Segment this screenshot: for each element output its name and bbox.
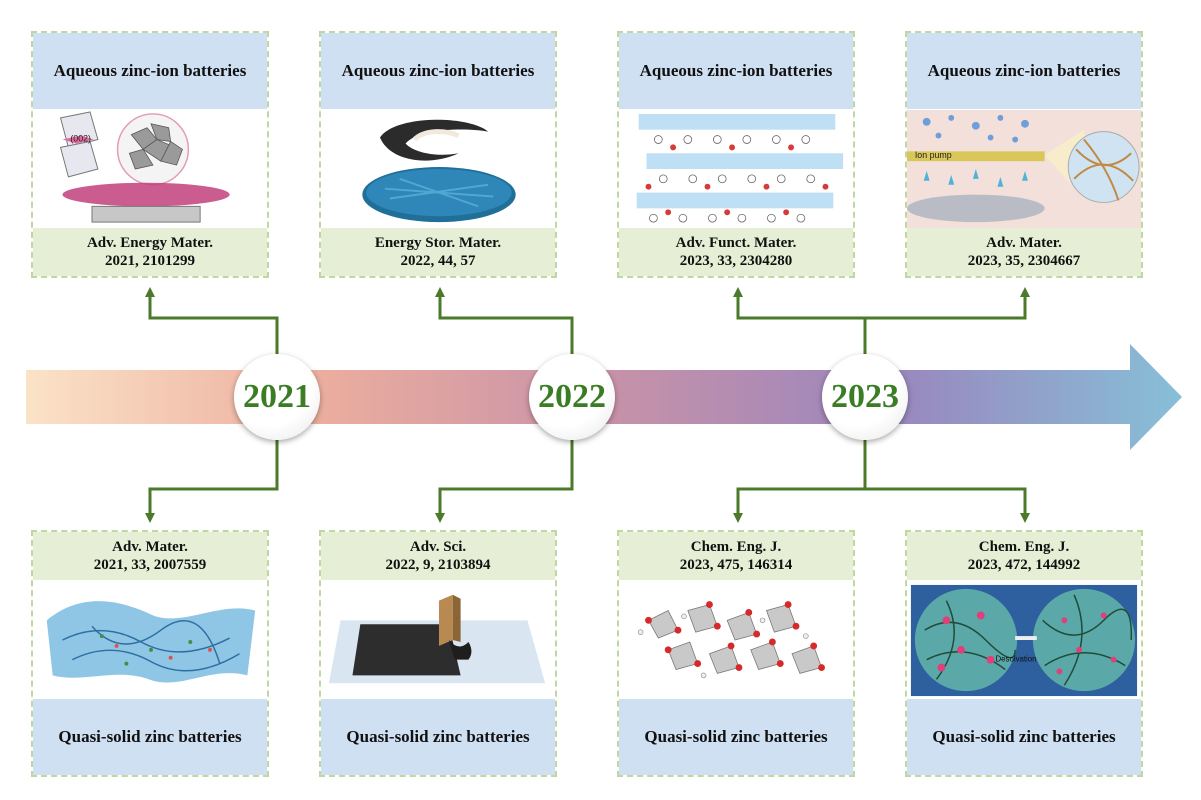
year-2022: 2022 <box>529 354 615 440</box>
card-title: Quasi-solid zinc batteries <box>321 699 555 775</box>
figure-desolvation: Desolvation <box>907 580 1141 701</box>
connector-2023-top-left <box>733 287 865 320</box>
card-title: Quasi-solid zinc batteries <box>907 699 1141 775</box>
connector-2021-bottom <box>145 440 279 523</box>
figure-hydrogel-network <box>33 580 267 701</box>
card-title: Aqueous zinc-ion batteries <box>619 33 853 109</box>
figure-layered-structure <box>619 109 853 230</box>
figure-molecular-framework <box>619 580 853 701</box>
connector-2021-top <box>145 287 279 355</box>
card-citation: Adv. Funct. Mater. 2023, 33, 2304280 <box>619 228 853 276</box>
top-card-1: Aqueous zinc-ion batteries (002) Adv. En… <box>31 31 269 278</box>
card-citation: Adv. Mater. 2023, 35, 2304667 <box>907 228 1141 276</box>
connector-2023-bottom-left <box>733 487 865 523</box>
citation-ref: 2021, 2101299 <box>104 253 195 269</box>
citation-ref: 2023, 475, 146314 <box>679 557 793 573</box>
citation-journal: Chem. Eng. J. <box>690 539 782 555</box>
figure-label-ion-pump: Ion pump <box>915 150 952 160</box>
card-title: Aqueous zinc-ion batteries <box>321 33 555 109</box>
figure-label-002: (002) <box>70 133 91 143</box>
figure-zinc-crystal: (002) <box>33 109 267 230</box>
connector-2023-bottom-right <box>865 487 1030 523</box>
figure-ion-pump: Ion pump <box>907 109 1141 230</box>
citation-journal: Adv. Sci. <box>409 539 467 555</box>
card-citation: Chem. Eng. J. 2023, 475, 146314 <box>619 532 853 580</box>
card-citation: Adv. Mater. 2021, 33, 2007559 <box>33 532 267 580</box>
citation-journal: Adv. Funct. Mater. <box>675 235 797 251</box>
citation-journal: Adv. Mater. <box>986 235 1062 251</box>
connector-lines <box>145 287 1030 523</box>
citation-ref: 2023, 472, 144992 <box>967 557 1081 573</box>
citation-ref: 2021, 33, 2007559 <box>93 557 207 573</box>
citation-journal: Adv. Energy Mater. <box>86 235 214 251</box>
citation-journal: Adv. Mater. <box>112 539 188 555</box>
citation-ref: 2023, 33, 2304280 <box>679 253 793 269</box>
year-2021: 2021 <box>234 354 320 440</box>
figure-label-desolvation: Desolvation <box>995 655 1036 664</box>
citation-ref: 2023, 35, 2304667 <box>967 253 1081 269</box>
top-card-2: Aqueous zinc-ion batteries Energy Stor. … <box>319 31 557 278</box>
bottom-card-2: Adv. Sci. 2022, 9, 2103894 Quasi-solid z… <box>319 530 557 777</box>
citation-ref: 2022, 9, 2103894 <box>385 557 491 573</box>
top-card-3: Aqueous zinc-ion batteries Adv. Funct. M… <box>617 31 855 278</box>
card-citation: Energy Stor. Mater. 2022, 44, 57 <box>321 228 555 276</box>
citation-journal: Chem. Eng. J. <box>978 539 1070 555</box>
figure-blade-coating <box>321 580 555 701</box>
connector-2022-top <box>435 287 574 355</box>
bottom-card-3: Chem. Eng. J. 2023, 475, 146314 <box>617 530 855 777</box>
card-title: Aqueous zinc-ion batteries <box>907 33 1141 109</box>
connector-2022-bottom <box>435 440 574 523</box>
citation-journal: Energy Stor. Mater. <box>374 235 502 251</box>
card-citation: Adv. Sci. 2022, 9, 2103894 <box>321 532 555 580</box>
bottom-card-1: Adv. Mater. 2021, 33, 2007559 Quasi-soli… <box>31 530 269 777</box>
card-citation: Chem. Eng. J. 2023, 472, 144992 <box>907 532 1141 580</box>
top-card-4: Aqueous zinc-ion batteries Ion pump Adv.… <box>905 31 1143 278</box>
card-title: Quasi-solid zinc batteries <box>33 699 267 775</box>
card-title: Aqueous zinc-ion batteries <box>33 33 267 109</box>
citation-ref: 2022, 44, 57 <box>400 253 476 269</box>
connector-2023-top-right <box>865 287 1030 320</box>
bottom-card-4: Chem. Eng. J. 2023, 472, 144992 Desolvat… <box>905 530 1143 777</box>
figure-flexible-membrane <box>321 109 555 230</box>
card-title: Quasi-solid zinc batteries <box>619 699 853 775</box>
year-2023: 2023 <box>822 354 908 440</box>
card-citation: Adv. Energy Mater. 2021, 2101299 <box>33 228 267 276</box>
